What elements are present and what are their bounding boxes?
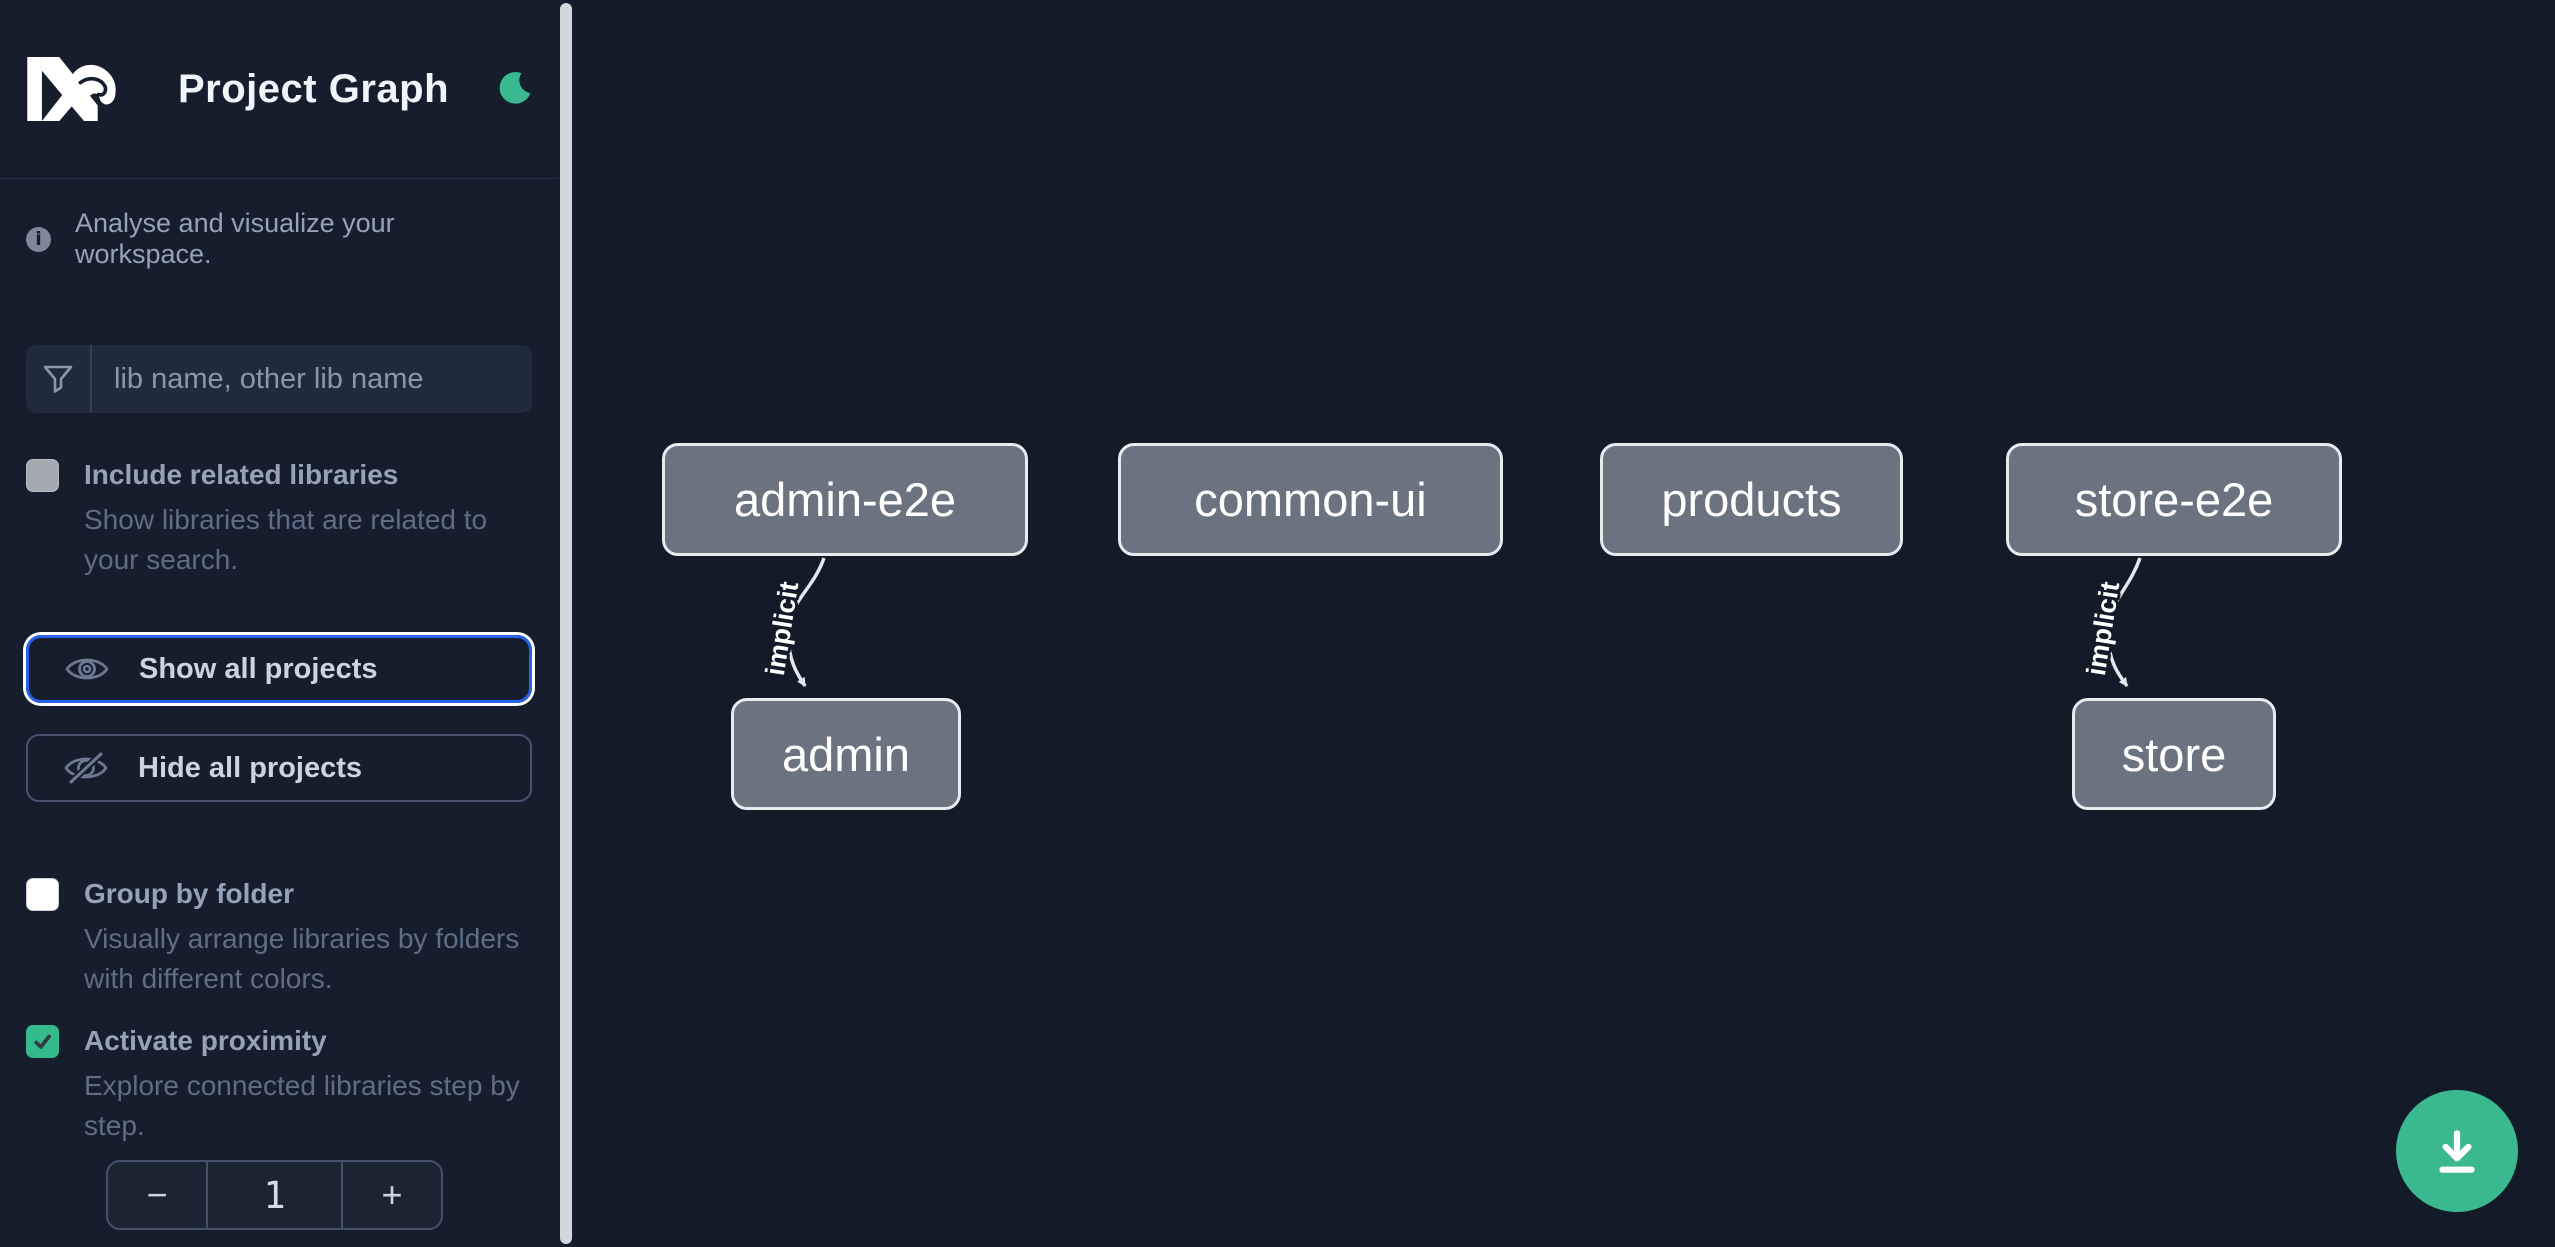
activate-proximity-checkbox[interactable] [26, 1025, 59, 1058]
option-description: Explore connected libraries step by step… [84, 1070, 520, 1141]
filter-input[interactable] [92, 345, 532, 413]
download-icon [2439, 1130, 2475, 1173]
activate-proximity-option: Activate proximity Explore connected lib… [0, 1023, 558, 1146]
graph-node-store-e2e[interactable]: store-e2e [2006, 443, 2342, 556]
checkmark-icon [33, 1034, 51, 1049]
option-label: Include related libraries [84, 459, 399, 490]
include-related-checkbox[interactable] [26, 459, 59, 492]
proximity-depth-stepper: − 1 + [106, 1160, 443, 1230]
hide-all-projects-button[interactable]: Hide all projects [26, 734, 532, 802]
filter-box [26, 345, 532, 413]
show-all-projects-button[interactable]: Show all projects [26, 635, 532, 703]
include-related-option: Include related libraries Show libraries… [0, 457, 558, 580]
option-label: Group by folder [84, 878, 294, 909]
proximity-depth-value: 1 [263, 1173, 286, 1217]
download-graph-button[interactable] [2396, 1090, 2518, 1212]
graph-node-products[interactable]: products [1600, 443, 1903, 556]
info-text: Analyse and visualize your workspace. [75, 208, 395, 269]
button-label: Hide all projects [138, 751, 363, 784]
eye-off-icon [64, 751, 108, 785]
moon-icon [499, 72, 531, 104]
dark-mode-toggle-button[interactable] [495, 70, 533, 108]
graph-node-admin-e2e[interactable]: admin-e2e [662, 443, 1028, 556]
nx-logo-icon [27, 57, 116, 121]
graph-canvas[interactable] [574, 0, 2555, 1247]
graph-node-store[interactable]: store [2072, 698, 2276, 810]
option-label: Activate proximity [84, 1025, 327, 1056]
page-title: Project Graph [178, 66, 450, 111]
decrement-button[interactable]: − [108, 1162, 208, 1228]
sidebar-header: Project Graph [0, 0, 558, 179]
sidebar-scrollbar-track [558, 0, 574, 1247]
filter-funnel-icon [26, 345, 92, 413]
sidebar: Project Graph i Analyse and visualize yo… [0, 0, 558, 1247]
graph-node-admin[interactable]: admin [731, 698, 961, 810]
group-by-folder-checkbox[interactable] [26, 878, 59, 911]
group-by-folder-option: Group by folder Visually arrange librari… [0, 876, 558, 999]
increment-button[interactable]: + [341, 1162, 441, 1228]
option-description: Show libraries that are related to your … [84, 504, 488, 575]
sidebar-scrollbar-thumb[interactable] [560, 3, 572, 1244]
graph-node-common-ui[interactable]: common-ui [1118, 443, 1503, 556]
eye-icon [65, 658, 109, 680]
option-description: Visually arrange libraries by folders wi… [84, 923, 520, 994]
button-label: Show all projects [139, 652, 378, 685]
info-icon: i [26, 226, 51, 252]
info-row: i Analyse and visualize your workspace. [0, 208, 558, 270]
